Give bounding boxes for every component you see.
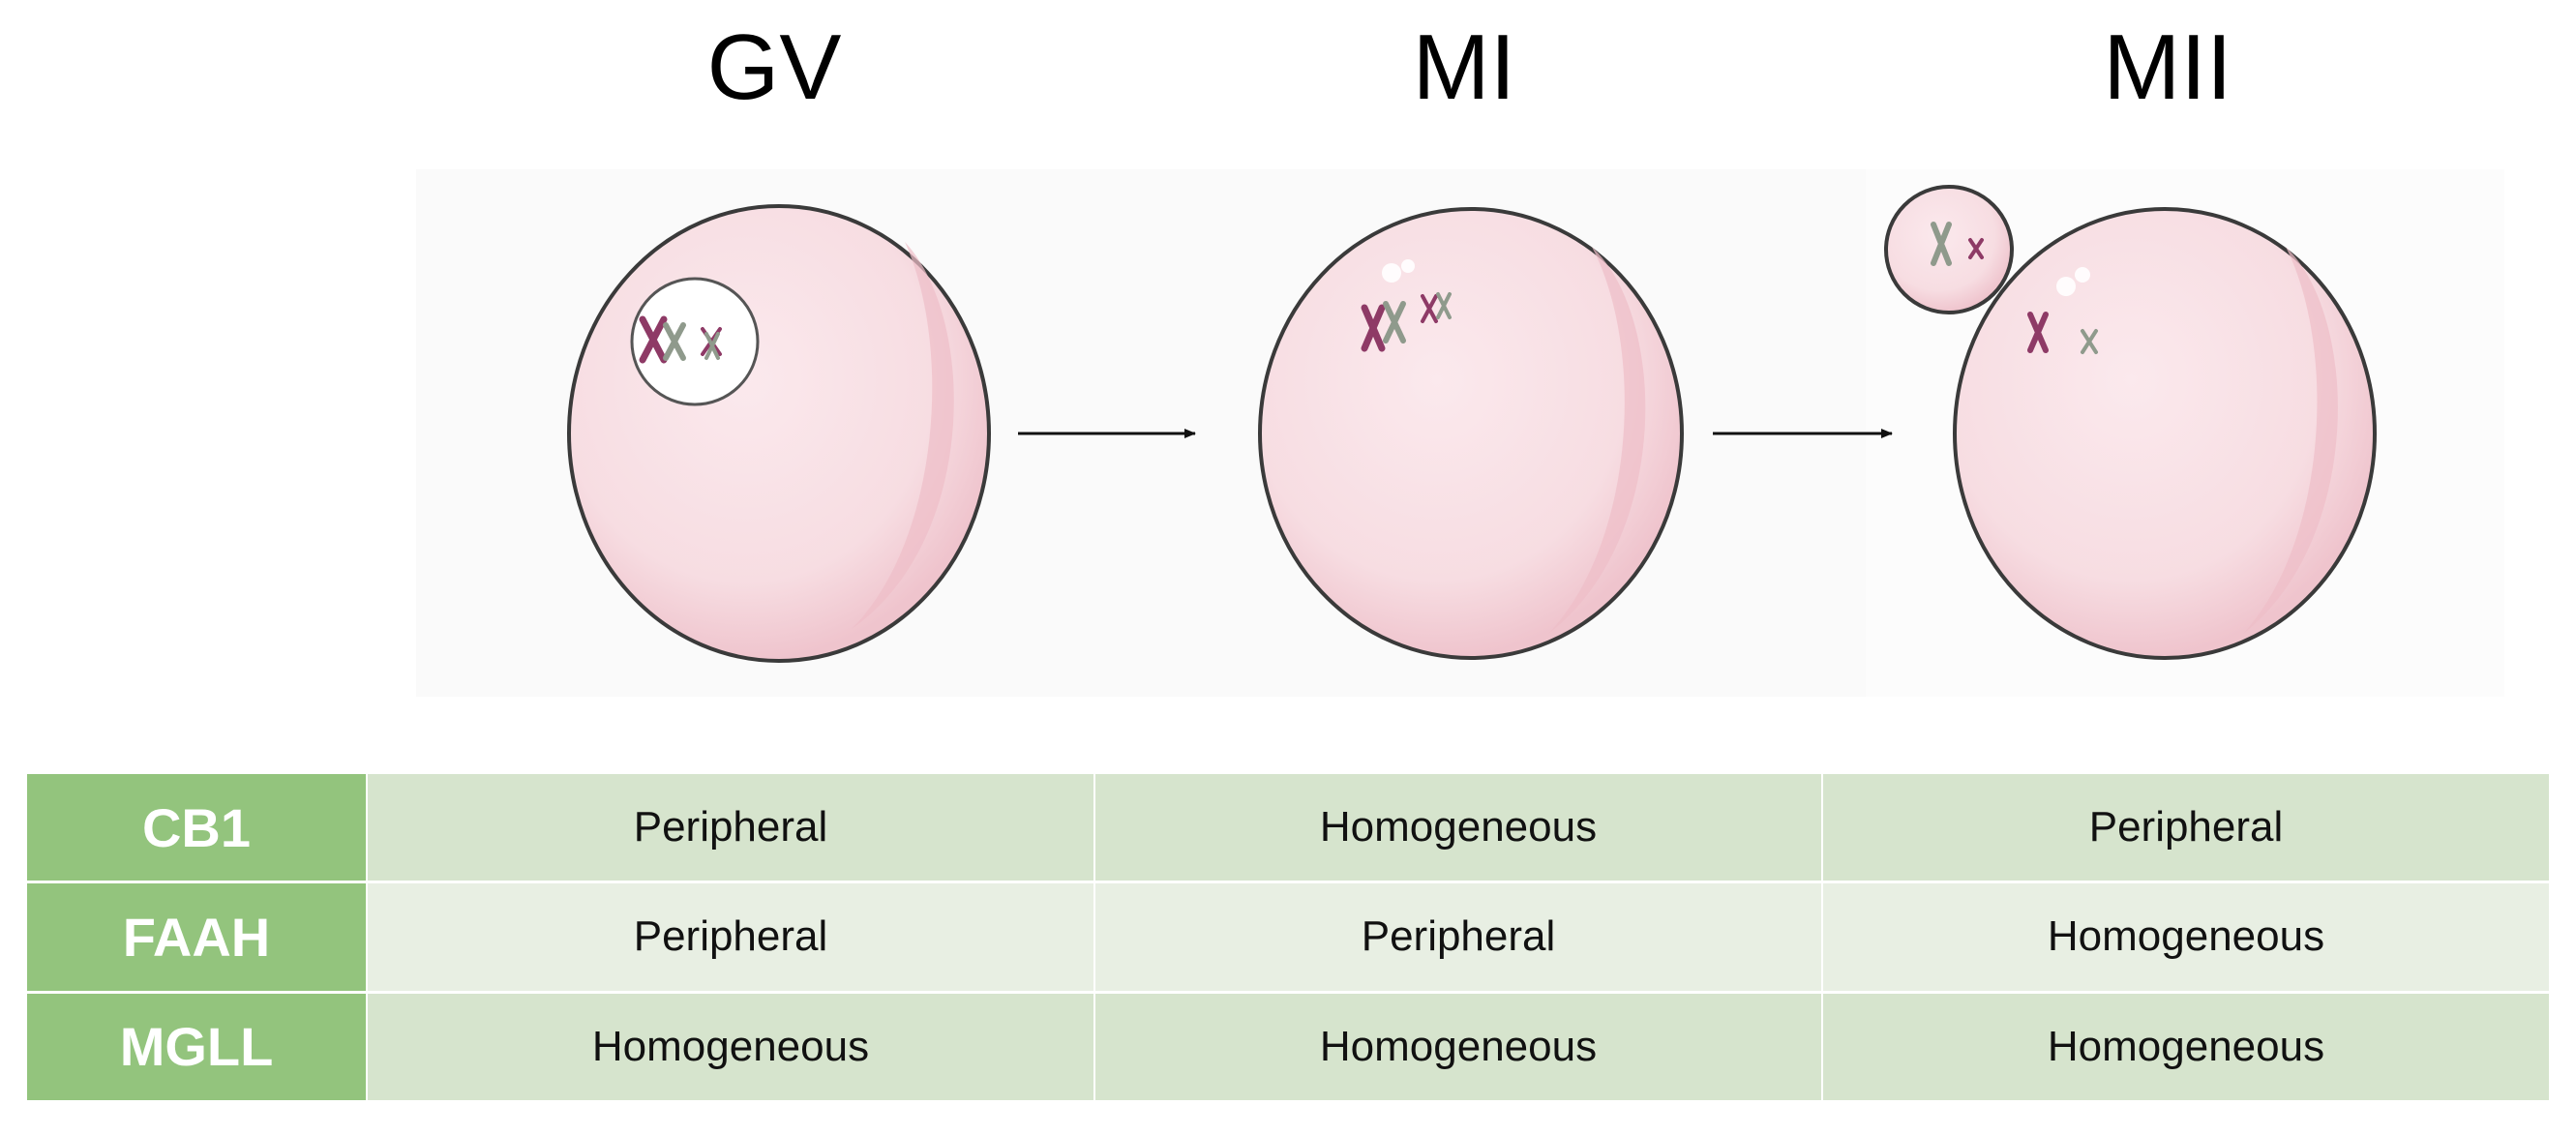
chromosomes-icon — [2027, 312, 2098, 354]
row-label: MGLL — [27, 993, 368, 1103]
polar-body — [1884, 185, 2014, 314]
chromosomes-icon — [639, 315, 722, 364]
table-cell: Peripheral — [368, 883, 1095, 994]
table-row: CB1 Peripheral Homogeneous Peripheral — [27, 774, 2551, 884]
row-label: CB1 — [27, 774, 368, 884]
table-cell: Homogeneous — [1823, 883, 2551, 994]
gv-oocyte — [567, 204, 991, 663]
table-cell: Homogeneous — [1095, 993, 1823, 1103]
stage-title-mii: MII — [2103, 15, 2232, 119]
table-cell: Homogeneous — [1823, 993, 2551, 1103]
mii-oocyte — [1884, 185, 2377, 660]
mi-oocyte — [1258, 207, 1684, 660]
oocyte-maturation-diagram — [567, 185, 2377, 663]
table-row: FAAH Peripheral Peripheral Homogeneous — [27, 883, 2551, 994]
stage-title-mi: MI — [1412, 15, 1516, 119]
table-cell: Peripheral — [368, 774, 1095, 884]
chromosomes-icon — [1361, 292, 1452, 352]
gv-nucleus — [630, 277, 760, 406]
table-cell: Peripheral — [1095, 883, 1823, 994]
table-cell: Homogeneous — [1095, 774, 1823, 884]
table-cell: Homogeneous — [368, 993, 1095, 1103]
table-cell: Peripheral — [1823, 774, 2551, 884]
stage-title-gv: GV — [706, 15, 842, 119]
row-label: FAAH — [27, 883, 368, 994]
table-row: MGLL Homogeneous Homogeneous Homogeneous — [27, 993, 2551, 1103]
localization-table: CB1 Peripheral Homogeneous Peripheral FA… — [27, 774, 2551, 1103]
